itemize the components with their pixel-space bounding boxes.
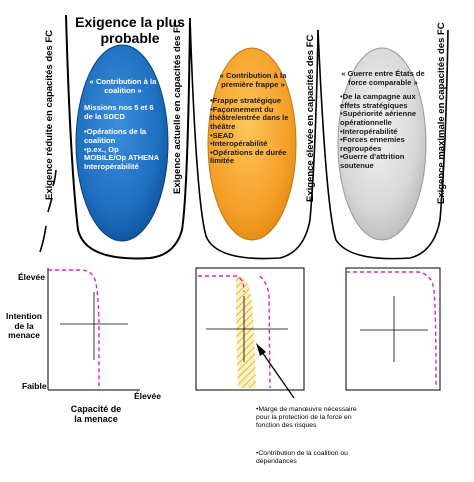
oval-first-strike-item: •Opérations de durée limitée — [210, 147, 287, 166]
threat-chart-3 — [345, 267, 441, 391]
curve-current — [65, 14, 191, 260]
bullet-icon: • — [256, 450, 259, 457]
oval-first-strike-text: « Contribution à la première frappe » •F… — [210, 71, 296, 166]
column-label-high: Exigence élevée en capacités des FC — [305, 34, 316, 202]
oval-peer-war-item: •Forces ennemies regroupées — [340, 135, 405, 153]
oval-first-strike-item: •Interopérabilité — [210, 139, 268, 149]
threat-chart-1 — [47, 268, 140, 391]
threat-chart-2 — [195, 267, 305, 399]
curve-max — [317, 29, 449, 260]
oval-first-strike-item: •Frappe stratégique — [210, 96, 282, 106]
oval-peer-war — [337, 47, 427, 241]
curve-reduced — [39, 169, 57, 253]
curve-high — [189, 17, 319, 260]
y-axis-low-label: Faible — [22, 381, 47, 391]
oval-peer-war-item: •Guerre d'attrition soutenue — [340, 152, 405, 170]
bullet-icon: • — [256, 406, 259, 413]
tolerance-curve — [48, 269, 100, 388]
note-coalition: •Contribution de la coalition ou dépenda… — [256, 450, 368, 466]
pointer-arrow — [261, 351, 295, 399]
oval-first-strike-heading: « Contribution à la première frappe » — [219, 71, 287, 89]
oval-peer-war-text: « Guerre entre États de force comparable… — [340, 69, 426, 171]
oval-first-strike-item: •Façonnement du théâtre/entrée dans le t… — [210, 104, 289, 131]
risk-hatch-area — [236, 276, 256, 388]
oval-peer-war-item: •De la campagne aux effets stratégiques — [340, 92, 416, 110]
note-coalition-text: Contribution de la coalition ou dépendan… — [256, 450, 348, 465]
oval-coalition — [75, 44, 169, 242]
column-label-reduced: Exigence réduite en capacités des FC — [44, 29, 55, 200]
note-manoeuvre-text: Marge de manœuvre nécessaire pour la pro… — [256, 406, 357, 429]
oval-peer-war-item: •Interopérabilité — [340, 126, 398, 136]
note-manoeuvre: •Marge de manœuvre nécessaire pour la pr… — [256, 406, 368, 430]
y-axis-label: Intention de la menace — [6, 311, 42, 340]
y-axis-high-label: Élevée — [18, 272, 45, 282]
column-label-max: Exigence maximale en capacités des FC — [436, 22, 447, 204]
oval-coalition-heading: « Contribution à la coalition » — [89, 77, 157, 95]
oval-peer-war-item: •Supériorité aérienne opérationnelle — [340, 109, 417, 127]
column-label-current: Exigence actuelle en capacités des FC — [172, 20, 183, 194]
x-axis-high-label: Élevée — [134, 391, 161, 401]
page-title: Exigence la plus probable — [75, 14, 185, 46]
oval-coalition-item: •Opérations de la coalition — [84, 127, 147, 145]
oval-coalition-text: « Contribution à la coalition » Missions… — [84, 77, 162, 171]
x-axis-label: Capacité de la menace — [70, 404, 122, 424]
oval-first-strike-item: •SEAD — [210, 130, 234, 140]
oval-coalition-item: Missions nos 5 et 6 de la SDCD — [84, 103, 154, 121]
oval-coalition-item: •p.ex., Op MOBILE/Op ATHENA Interopérabi… — [84, 144, 159, 171]
oval-peer-war-heading: « Guerre entre États de force comparable… — [341, 69, 425, 87]
oval-first-strike — [207, 47, 297, 241]
